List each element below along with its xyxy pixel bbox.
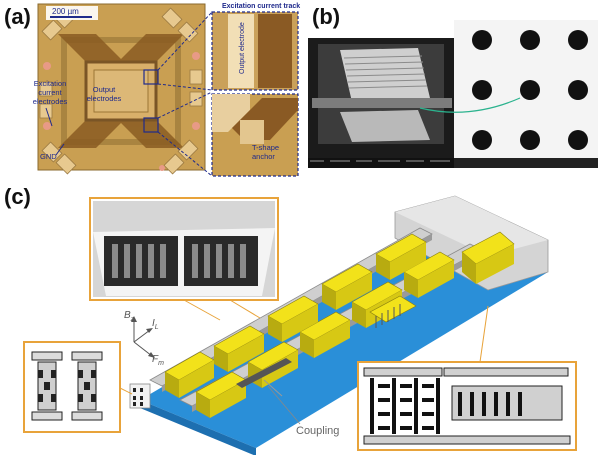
axis-il-label: IL	[152, 318, 159, 331]
coupling-label: Coupling	[296, 425, 339, 437]
panel-a: 200 µm Output electrodes Excitation curr…	[33, 3, 300, 177]
axis-triad	[133, 320, 153, 357]
panel-b-label: (b)	[312, 4, 341, 29]
output-electrode-label: Output electrode	[239, 22, 246, 74]
panel-b	[308, 20, 598, 168]
scale-bar-label: 200 µm	[52, 7, 79, 16]
excitation-electrodes-label-2: current	[38, 88, 62, 97]
panel-c: Coupling Bz IL Fm	[23, 195, 577, 455]
gnd-label: GND	[40, 152, 57, 161]
panel-c-label: (c)	[4, 184, 31, 209]
comb-stacks	[164, 231, 515, 418]
axis-bz-label: Bz	[124, 310, 135, 323]
excitation-electrodes-label-1: Excitation	[34, 79, 67, 88]
panel-a-label: (a)	[4, 4, 31, 29]
t-shape-label-1: T-shape	[252, 143, 279, 152]
output-electrodes-label-1: Output	[93, 85, 116, 94]
excitation-track-label: Excitation current track	[222, 3, 300, 10]
axis-fm-label: Fm	[152, 354, 164, 367]
output-electrodes-label-2: electrodes	[87, 94, 122, 103]
excitation-electrodes-label-3: electrodes	[33, 97, 68, 106]
t-shape-label-2: anchor	[252, 152, 275, 161]
